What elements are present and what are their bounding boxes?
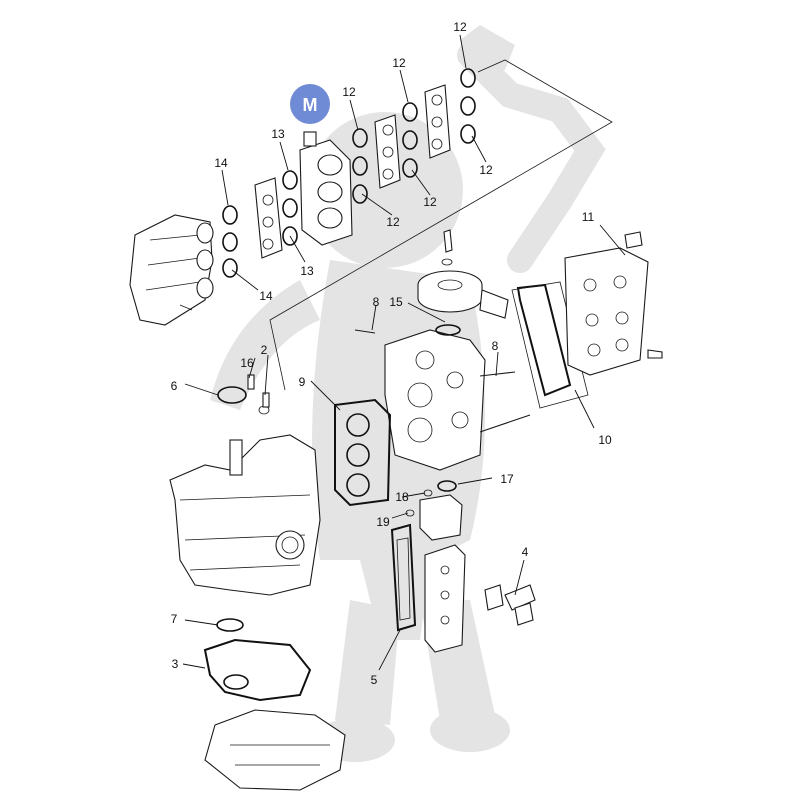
callout-labels: 2 3 4 5 6 7 8 8 9 10 11 12 12 12 12 12 1… — [171, 20, 612, 687]
carb-plate-right — [424, 84, 451, 159]
callout-4: 4 — [522, 545, 529, 559]
callout-2: 2 — [261, 343, 268, 357]
callout-11: 11 — [582, 210, 595, 224]
o-rings-12 — [352, 68, 476, 204]
callout-10: 10 — [598, 433, 612, 447]
callout-13-bottom: 13 — [300, 264, 314, 278]
carb-plate-middle — [374, 114, 401, 189]
callout-14-top: 14 — [214, 156, 228, 170]
callout-17: 17 — [500, 472, 514, 486]
o-rings-13 — [282, 170, 298, 246]
callout-9: 9 — [299, 375, 306, 389]
callout-3: 3 — [172, 657, 179, 671]
assembly-outline — [269, 59, 613, 391]
callout-14-bottom: 14 — [259, 289, 273, 303]
lower-base-plate — [204, 709, 346, 791]
head-cover — [564, 231, 663, 376]
exhaust-cover — [424, 544, 466, 653]
leader-lines — [182, 34, 626, 671]
o-rings-14 — [222, 205, 238, 278]
callout-8-right: 8 — [492, 339, 499, 353]
plug-16 — [247, 374, 255, 390]
callout-16: 16 — [240, 356, 254, 370]
watermark-logo-letter: M — [303, 95, 318, 115]
cylinder-head — [354, 324, 531, 471]
carburetor-stack — [299, 131, 353, 246]
flywheel — [417, 229, 483, 313]
callout-6: 6 — [171, 379, 178, 393]
callout-12-a: 12 — [453, 20, 467, 34]
watermark-logo: M — [290, 84, 330, 124]
callout-15: 15 — [389, 295, 403, 309]
washer-19 — [405, 509, 415, 517]
gasket-10 — [516, 283, 572, 397]
oil-seal-7 — [216, 618, 244, 632]
intake-manifold — [129, 214, 214, 326]
callout-12-b: 12 — [392, 56, 406, 70]
head-gasket-9 — [334, 398, 392, 507]
callout-12-d: 12 — [479, 163, 493, 177]
callout-18: 18 — [395, 490, 409, 504]
callout-12-f: 12 — [386, 215, 400, 229]
callout-5: 5 — [371, 673, 378, 687]
callout-12-c: 12 — [342, 85, 356, 99]
callout-7: 7 — [171, 612, 178, 626]
callout-12-e: 12 — [423, 195, 437, 209]
gasket-5 — [390, 523, 417, 632]
callout-19: 19 — [376, 515, 390, 529]
callout-8-upper: 8 — [373, 295, 380, 309]
gasket-3 — [203, 638, 312, 702]
bolt-2 — [262, 392, 270, 408]
thermostat-4 — [484, 584, 536, 626]
thermostat-housing — [419, 480, 463, 541]
cylinder-block — [169, 386, 321, 596]
bracket — [479, 289, 509, 319]
carb-plate-left — [254, 177, 283, 259]
callout-13-top: 13 — [271, 127, 285, 141]
